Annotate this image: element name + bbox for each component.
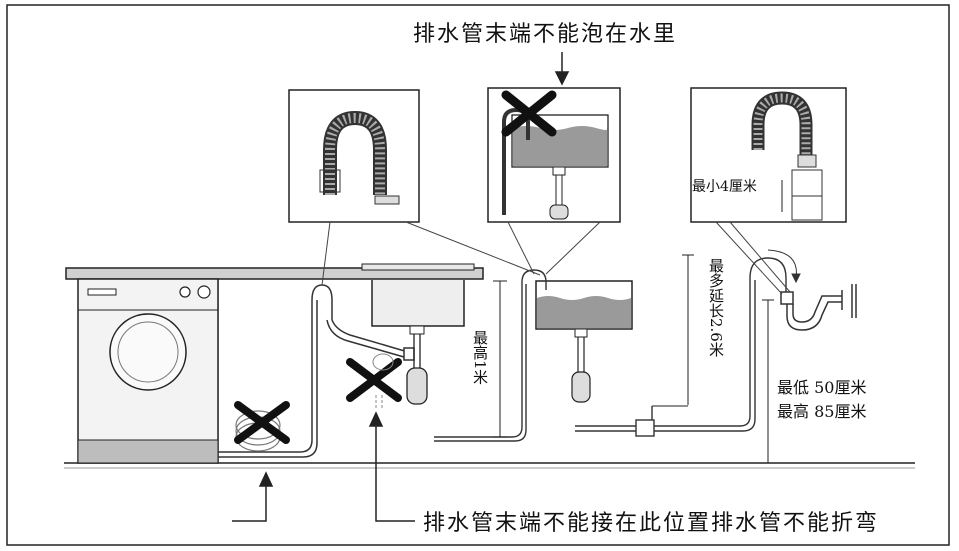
water-basin [535, 280, 633, 403]
cross-mark-inset [501, 90, 557, 137]
arrow-sink [368, 411, 415, 522]
lowest-height-label: 最低 50厘米 [777, 378, 867, 397]
extended-drain-hose [575, 257, 787, 437]
hose-near-trap [372, 353, 394, 410]
top-warning-label: 排水管末端不能泡在水里 [413, 22, 678, 47]
bottom-warning-label: 排水管末端不能接在此位置排水管不能折弯 [423, 511, 880, 536]
leader-lines-inset3 [715, 221, 791, 295]
inset-u-hook [288, 89, 420, 223]
arrow-top [554, 52, 570, 86]
min-gap-label: 最小4厘米 [692, 179, 757, 195]
inset-hose-in-water [487, 87, 621, 223]
drain-hose-main [218, 284, 415, 458]
max-height-1m-dimension [493, 280, 507, 438]
cross-mark-floor [234, 401, 290, 444]
max-extension-label: 最多延长2.6米 [707, 258, 725, 357]
outer-border [6, 4, 950, 546]
highest-height-label: 最高 85厘米 [777, 402, 867, 421]
max-extension-dimension [652, 254, 694, 407]
washing-machine [77, 278, 219, 464]
leader-lines-inset1 [321, 221, 541, 286]
curved-arrow [767, 249, 801, 284]
inset-min-gap [690, 87, 847, 223]
drain-hose-into-basin [434, 269, 547, 442]
kitchen-sink [361, 263, 475, 405]
leader-lines-inset2 [507, 221, 601, 275]
wall-s-trap [780, 284, 857, 331]
height-range-dimension [762, 299, 774, 463]
arrow-floor [232, 471, 274, 522]
max-height-1m-label: 最高1米 [471, 330, 489, 385]
